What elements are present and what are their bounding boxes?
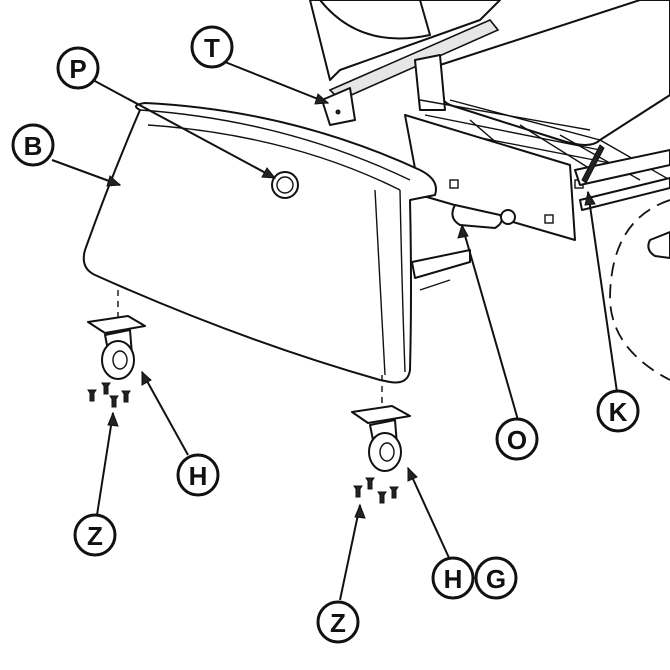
leader-k — [587, 191, 618, 393]
bracket-t-hole — [335, 109, 341, 115]
leader-lines — [51, 61, 618, 601]
caster-left-plate — [87, 315, 146, 334]
callout-h-right-circle — [431, 556, 475, 600]
base-rail — [411, 249, 471, 279]
leader-z-right — [339, 504, 361, 601]
lower-rail-lower — [579, 177, 670, 211]
leader-p — [92, 79, 276, 179]
bracket-t-body — [321, 87, 356, 126]
callout-h-right: H — [431, 556, 475, 600]
footboard-side-inner — [399, 189, 406, 373]
arrow-z-left — [107, 411, 119, 427]
footboard-side-edge — [374, 189, 386, 376]
callout-t: T — [190, 25, 234, 69]
caster-right-wheel — [368, 432, 402, 472]
arrow-z-right — [354, 503, 366, 519]
caster-right — [351, 375, 411, 472]
bracket-t — [321, 87, 356, 126]
upper-frame-housing — [319, 0, 431, 40]
screw-right-3 — [377, 491, 387, 504]
callout-k-label: K — [609, 397, 628, 427]
screw-left-1 — [87, 389, 97, 402]
callout-p-label: P — [69, 54, 86, 84]
callout-z-left-circle — [73, 513, 117, 557]
callout-z-left-label: Z — [87, 521, 103, 551]
arrow-o — [457, 223, 469, 239]
arrow-k — [584, 190, 596, 206]
screw-left-4 — [121, 390, 131, 403]
callout-p-circle — [56, 46, 100, 90]
callout-t-circle — [190, 25, 234, 69]
screw-right-4 — [389, 486, 399, 499]
arrowheads — [106, 93, 596, 519]
caster-right-plate — [351, 405, 411, 424]
screw-right-2 — [365, 477, 375, 490]
cable-k — [581, 144, 605, 184]
plate-hole-1 — [449, 179, 459, 189]
detail-circle — [609, 199, 670, 381]
callout-o: O — [495, 417, 539, 461]
caster-left-wheel — [101, 340, 135, 380]
arrow-h-right — [407, 466, 418, 482]
callout-p: P — [56, 46, 100, 90]
bed-frame — [309, 0, 670, 291]
callout-g-label: G — [486, 564, 506, 594]
footboard-top-edge — [139, 109, 411, 181]
leader-h-left — [141, 371, 189, 456]
arrow-h-left — [141, 370, 152, 386]
screw-left-2 — [101, 382, 111, 395]
pedal-pivot — [500, 209, 516, 225]
caster-right-hub — [379, 442, 395, 462]
callout-b: B — [11, 123, 55, 167]
callout-b-label: B — [24, 131, 43, 161]
plate-hole-2 — [544, 214, 554, 224]
arrow-b — [106, 175, 122, 187]
panel-button-p-inner — [276, 176, 294, 194]
callout-z-right-label: Z — [330, 608, 346, 638]
callout-z-right-circle — [316, 600, 360, 644]
footboard-outline — [82, 102, 437, 384]
callout-k: K — [596, 389, 640, 433]
frame-bracket — [414, 54, 446, 111]
arrow-t — [314, 93, 330, 105]
callout-g: G — [474, 556, 518, 600]
screws-left — [87, 382, 131, 408]
callout-h-left: H — [176, 453, 220, 497]
arrow-p — [261, 167, 277, 179]
screws-right — [353, 477, 399, 504]
callout-z-left: Z — [73, 513, 117, 557]
callout-o-label: O — [507, 425, 527, 455]
footboard-panel — [82, 102, 437, 384]
leader-o — [461, 224, 519, 421]
screw-right-1 — [353, 485, 363, 498]
callout-b-circle — [11, 123, 55, 167]
leader-h-right — [407, 467, 451, 561]
panel-button-p — [271, 171, 299, 199]
caster-left — [87, 290, 146, 380]
callout-z-right: Z — [316, 600, 360, 644]
callout-h-left-circle — [176, 453, 220, 497]
caster-left-hub — [112, 350, 128, 370]
side-pedal — [647, 231, 670, 259]
screw-left-3 — [109, 395, 119, 408]
callout-h-left-label: H — [189, 461, 208, 491]
leader-z-left — [96, 412, 114, 516]
callout-h-right-label: H — [444, 564, 463, 594]
callout-t-label: T — [204, 33, 220, 63]
leader-t — [224, 61, 329, 104]
callout-k-circle — [596, 389, 640, 433]
callout-g-circle — [474, 556, 518, 600]
callout-o-circle — [495, 417, 539, 461]
lower-rail-upper — [574, 149, 670, 186]
